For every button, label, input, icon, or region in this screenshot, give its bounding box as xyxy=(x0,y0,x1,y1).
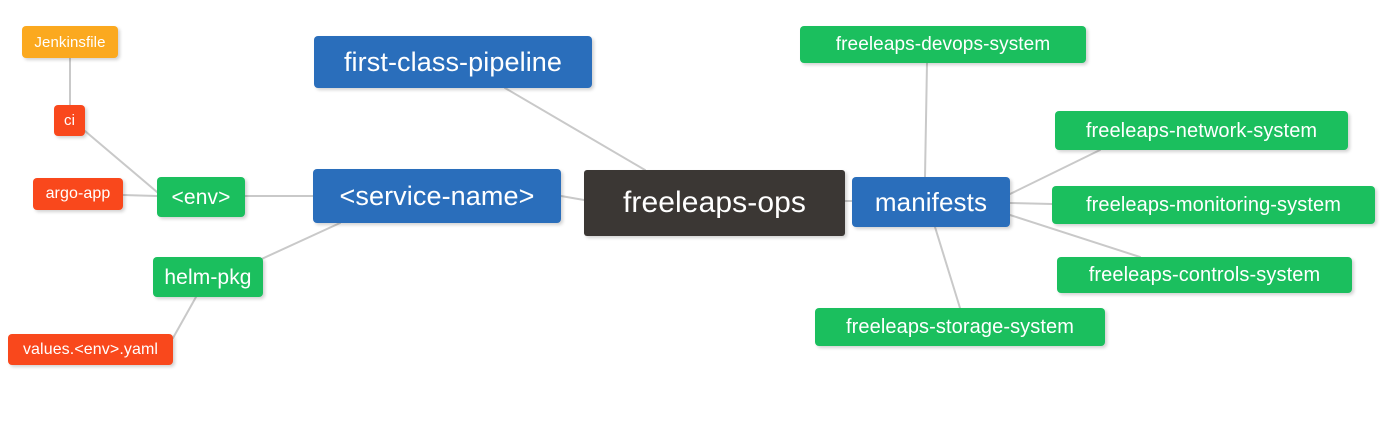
node-manifests[interactable]: manifests xyxy=(852,177,1010,227)
node-first-class-pipeline[interactable]: first-class-pipeline xyxy=(314,36,592,88)
node-values-env-yaml[interactable]: values.<env>.yaml xyxy=(8,334,173,365)
edge-argo-app-to-env xyxy=(122,194,158,197)
edge-manifests-to-freeleaps-devops-system xyxy=(924,62,928,178)
node-argo-app[interactable]: argo-app xyxy=(33,178,123,210)
node-freeleaps-ops[interactable]: freeleaps-ops xyxy=(584,170,845,236)
node-helm-pkg[interactable]: helm-pkg xyxy=(153,257,263,297)
node-freeleaps-devops-system[interactable]: freeleaps-devops-system xyxy=(800,26,1086,63)
edge-first-class-pipeline-to-freeleaps-ops xyxy=(504,87,646,171)
edge-manifests-to-freeleaps-monitoring-system xyxy=(1009,202,1053,205)
edge-helm-pkg-to-service-name xyxy=(254,222,341,263)
node-freeleaps-network-system[interactable]: freeleaps-network-system xyxy=(1055,111,1348,150)
node-env[interactable]: <env> xyxy=(157,177,245,217)
edge-manifests-to-freeleaps-storage-system xyxy=(934,226,961,309)
edge-service-name-to-freeleaps-ops xyxy=(560,195,585,201)
node-ci[interactable]: ci xyxy=(54,105,85,136)
node-freeleaps-monitoring-system[interactable]: freeleaps-monitoring-system xyxy=(1052,186,1375,224)
edge-values-env-yaml-to-helm-pkg xyxy=(172,296,197,339)
node-jenkinsfile[interactable]: Jenkinsfile xyxy=(22,26,118,58)
node-freeleaps-controls-system[interactable]: freeleaps-controls-system xyxy=(1057,257,1352,293)
node-service-name[interactable]: <service-name> xyxy=(313,169,561,223)
node-freeleaps-storage-system[interactable]: freeleaps-storage-system xyxy=(815,308,1105,346)
